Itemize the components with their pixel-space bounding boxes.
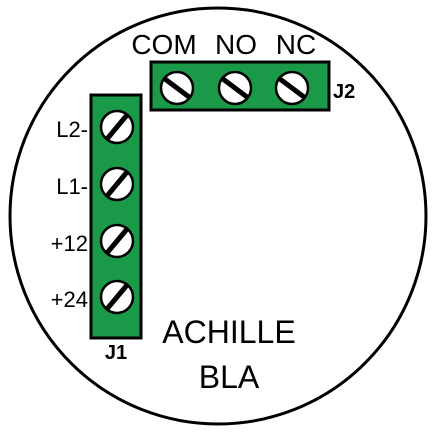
screw-nc-icon[interactable] xyxy=(274,70,310,106)
label-12: +12 xyxy=(51,231,88,256)
device-name-line1: ACHILLE xyxy=(162,314,295,350)
label-j1: J1 xyxy=(105,342,127,364)
label-j2: J2 xyxy=(333,81,355,103)
label-nc: NC xyxy=(276,29,316,60)
screw-l2-icon[interactable] xyxy=(99,109,135,145)
label-no: NO xyxy=(215,29,257,60)
label-l1: L1- xyxy=(56,174,88,199)
screw-no-icon[interactable] xyxy=(217,70,253,106)
label-l2: L2- xyxy=(56,117,88,142)
screw-12v-icon[interactable] xyxy=(99,223,135,259)
label-com: COM xyxy=(131,29,196,60)
screw-l1-icon[interactable] xyxy=(99,166,135,202)
screw-com-icon[interactable] xyxy=(159,70,195,106)
device-name-line2: BLA xyxy=(199,359,260,395)
screw-24v-icon[interactable] xyxy=(99,279,135,315)
label-24: +24 xyxy=(51,287,88,312)
